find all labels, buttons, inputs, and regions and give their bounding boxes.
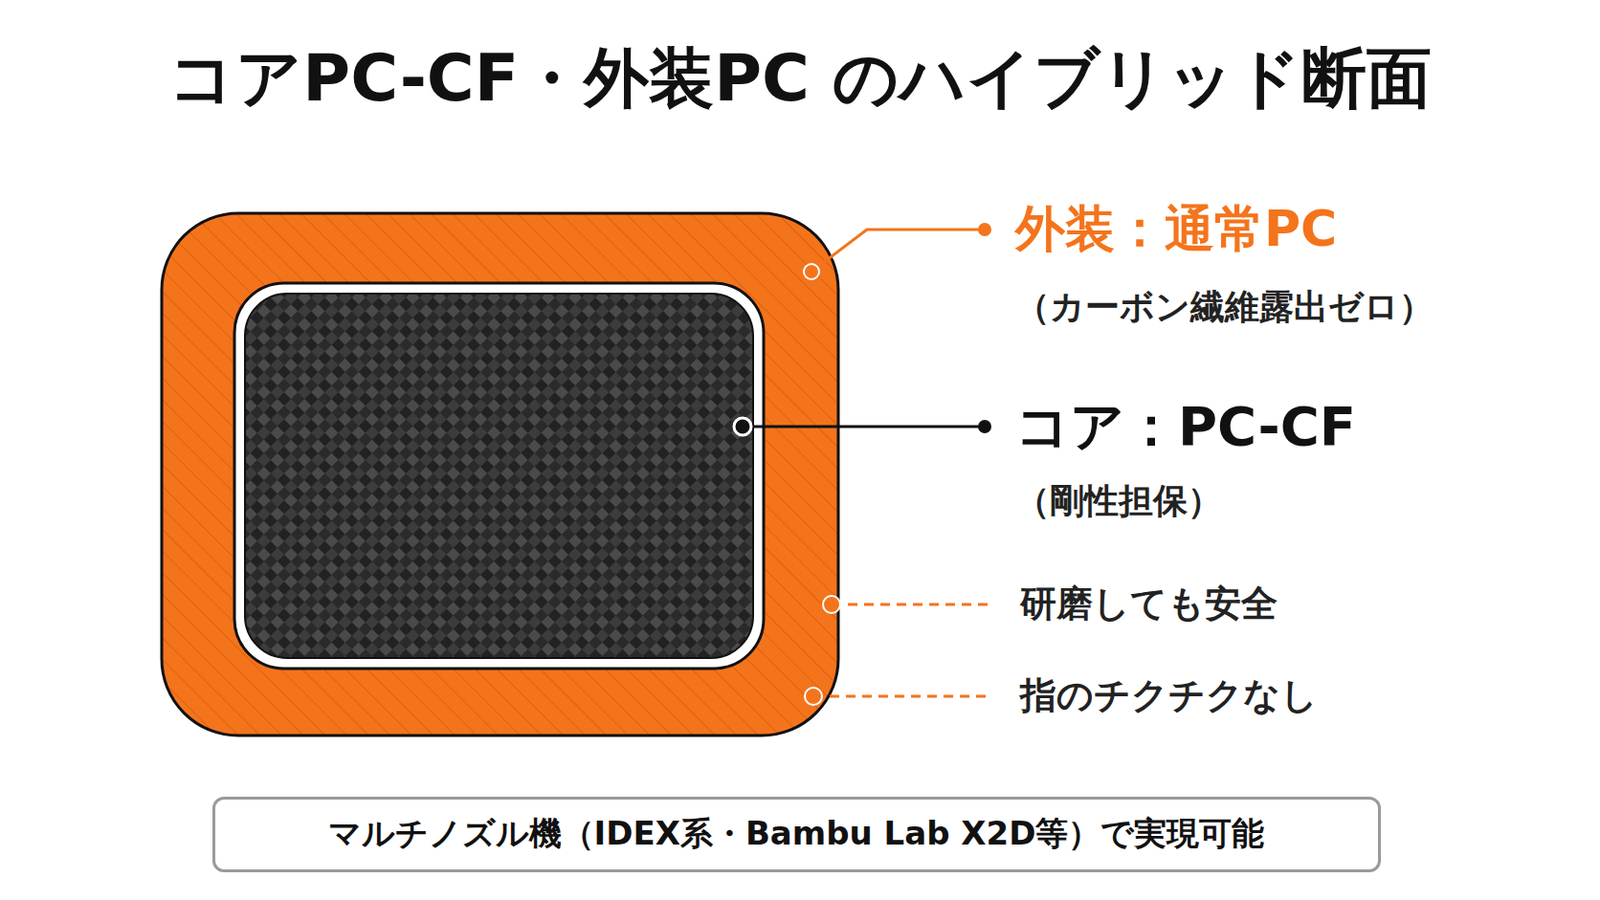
- leader-line: [813, 695, 993, 699]
- leader-dot: [822, 596, 841, 614]
- callout-heading: 外装：通常PC: [1015, 200, 1337, 259]
- leader-line: [811, 229, 985, 272]
- callout-note: （剛性担保）: [1015, 481, 1223, 521]
- leader-dot: [977, 222, 992, 237]
- leader-line: [831, 603, 993, 607]
- callout-heading: コア：PC-CF: [1015, 396, 1356, 458]
- leader-line: [742, 425, 985, 429]
- leader-dot: [804, 688, 823, 706]
- outer-pc-shell: [161, 213, 839, 736]
- leader-dot: [977, 420, 992, 434]
- diagram-title: コアPC-CF・外装PC のハイブリッド断面: [168, 41, 1431, 116]
- callout-note: （カーボン繊維露出ゼロ）: [1015, 287, 1434, 327]
- pc-cf-core: [244, 293, 754, 659]
- leader-dot: [733, 418, 752, 436]
- note-box: マルチノズル機（IDEX系・Bambu Lab X2D等）で実現可能: [212, 797, 1381, 873]
- callout-note: 研磨しても安全: [1020, 583, 1278, 626]
- note-text: マルチノズル機（IDEX系・Bambu Lab X2D等）で実現可能: [328, 815, 1266, 853]
- leader-dot: [803, 264, 820, 280]
- core-outline: [234, 283, 764, 669]
- callout-note: 指のチクチクなし: [1020, 675, 1318, 718]
